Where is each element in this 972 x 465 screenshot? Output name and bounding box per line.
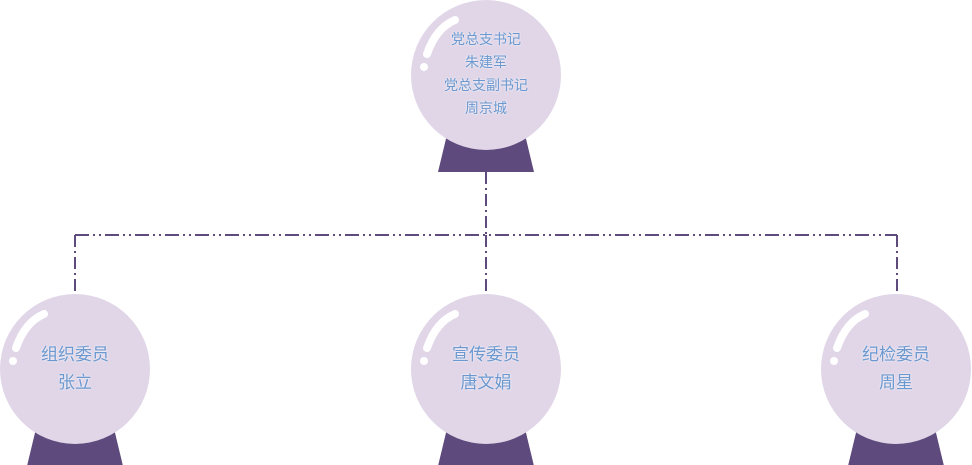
crystal-ball-icon	[0, 294, 150, 465]
crystal-ball-icon	[821, 294, 971, 465]
node-label: 组织委员 张立	[0, 294, 150, 444]
node-party-secretary: 党总支书记 朱建军 党总支副书记 周京城	[411, 0, 561, 172]
node-person: 周星	[879, 373, 913, 393]
node-label: 纪检委员 周星	[821, 294, 971, 444]
node-person: 周京城	[465, 101, 507, 117]
crystal-ball-icon	[411, 0, 561, 172]
node-person: 张立	[58, 373, 92, 393]
node-title: 组织委员	[41, 345, 109, 365]
node-label: 党总支书记 朱建军 党总支副书记 周京城	[411, 0, 561, 150]
node-title: 纪检委员	[862, 345, 930, 365]
node-title: 宣传委员	[452, 345, 520, 365]
node-title: 党总支副书记	[444, 78, 528, 94]
crystal-ball-icon	[411, 294, 561, 465]
node-person: 唐文娟	[460, 373, 512, 393]
node-propaganda-member: 宣传委员 唐文娟	[411, 294, 561, 465]
node-title: 党总支书记	[451, 32, 521, 48]
node-discipline-member: 纪检委员 周星	[821, 294, 971, 465]
node-person: 朱建军	[465, 55, 507, 71]
node-organization-member: 组织委员 张立	[0, 294, 150, 465]
node-label: 宣传委员 唐文娟	[411, 294, 561, 444]
